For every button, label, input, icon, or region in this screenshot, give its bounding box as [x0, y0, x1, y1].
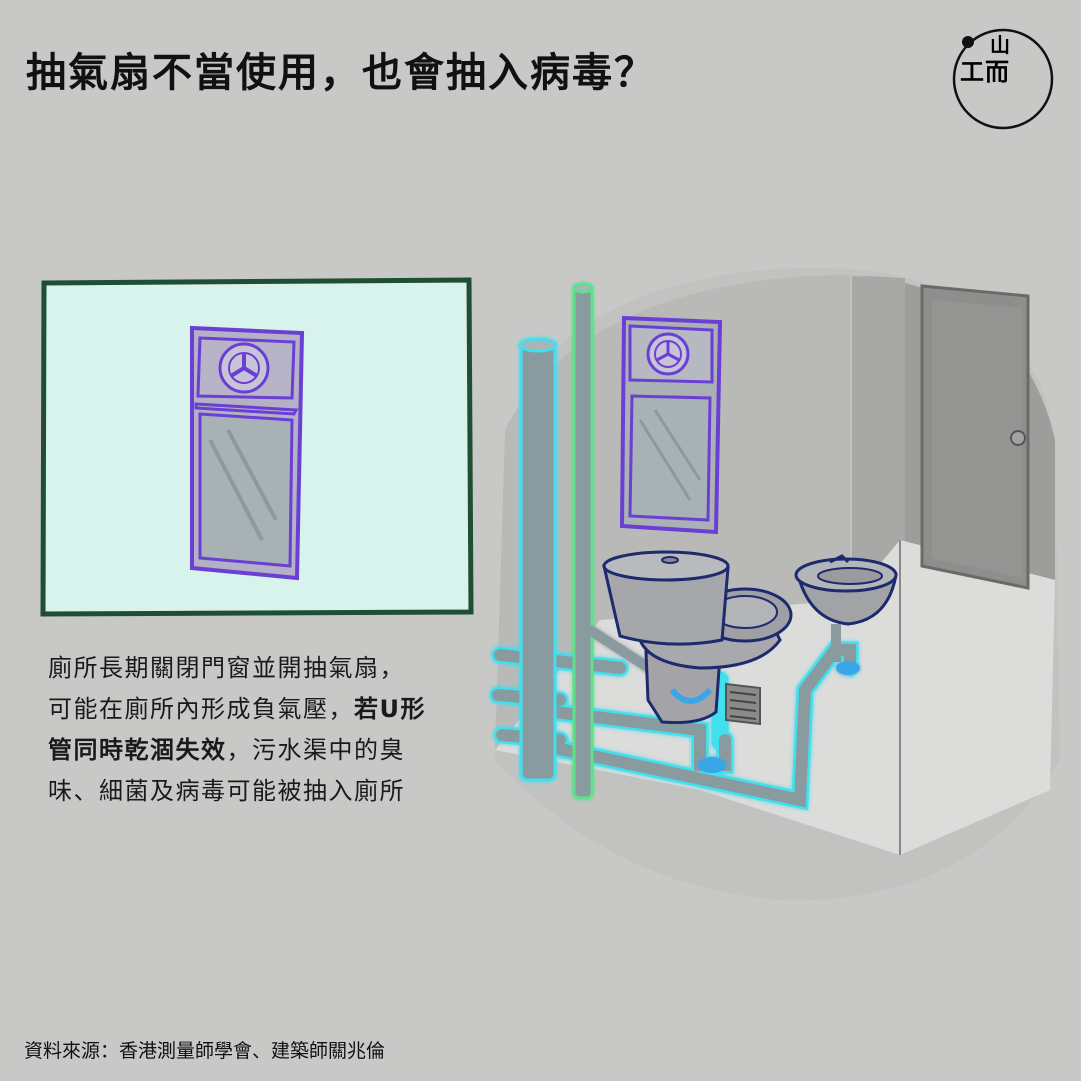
explanation-text: 廁所長期關閉門窗並開抽氣扇， 可能在廁所內形成負氣壓，若U形 管同時乾涸失效，污…: [48, 648, 478, 812]
room-window-icon: [619, 315, 723, 535]
explanation-line-2-normal: 可能在廁所內形成負氣壓，: [48, 695, 354, 723]
explanation-line-2: 可能在廁所內形成負氣壓，若U形: [48, 689, 478, 730]
logo-left-glyph: 工: [960, 58, 984, 86]
floor-drain-icon: [725, 682, 761, 726]
drain-pipes: [489, 282, 860, 811]
inset-window-panel: [40, 277, 474, 617]
u-trap-water: [697, 757, 727, 773]
bathroom-scene: [489, 267, 1060, 901]
inset-window-icon: [190, 325, 305, 581]
brand-logo-icon: 山 工 而: [952, 28, 1054, 130]
source-credit: 資料來源：香港測量師學會、建築師關兆倫: [24, 1040, 386, 1062]
logo-right-glyph: 而: [985, 58, 1009, 86]
room-exhaust-fan-icon: [646, 332, 690, 376]
explanation-line-2-bold: 若U形: [354, 695, 426, 723]
explanation-line-3-normal: ，污水渠中的臭: [226, 736, 405, 764]
toilet-icon: [602, 550, 793, 724]
page-title: 抽氣扇不當使用，也會抽入病毒？: [26, 50, 656, 96]
inset-exhaust-fan-icon: [218, 342, 270, 394]
explanation-line-4: 味、細菌及病毒可能被抽入廁所: [48, 777, 405, 805]
logo-top-glyph: 山: [990, 33, 1010, 57]
sink-icon: [794, 554, 898, 662]
explanation-line-3-bold: 管同時乾涸失效: [48, 736, 227, 764]
sink-trap-water: [836, 661, 860, 675]
explanation-line-3: 管同時乾涸失效，污水渠中的臭: [48, 730, 478, 771]
door-icon: [920, 284, 1030, 590]
explanation-line-1: 廁所長期關閉門窗並開抽氣扇，: [48, 654, 405, 682]
